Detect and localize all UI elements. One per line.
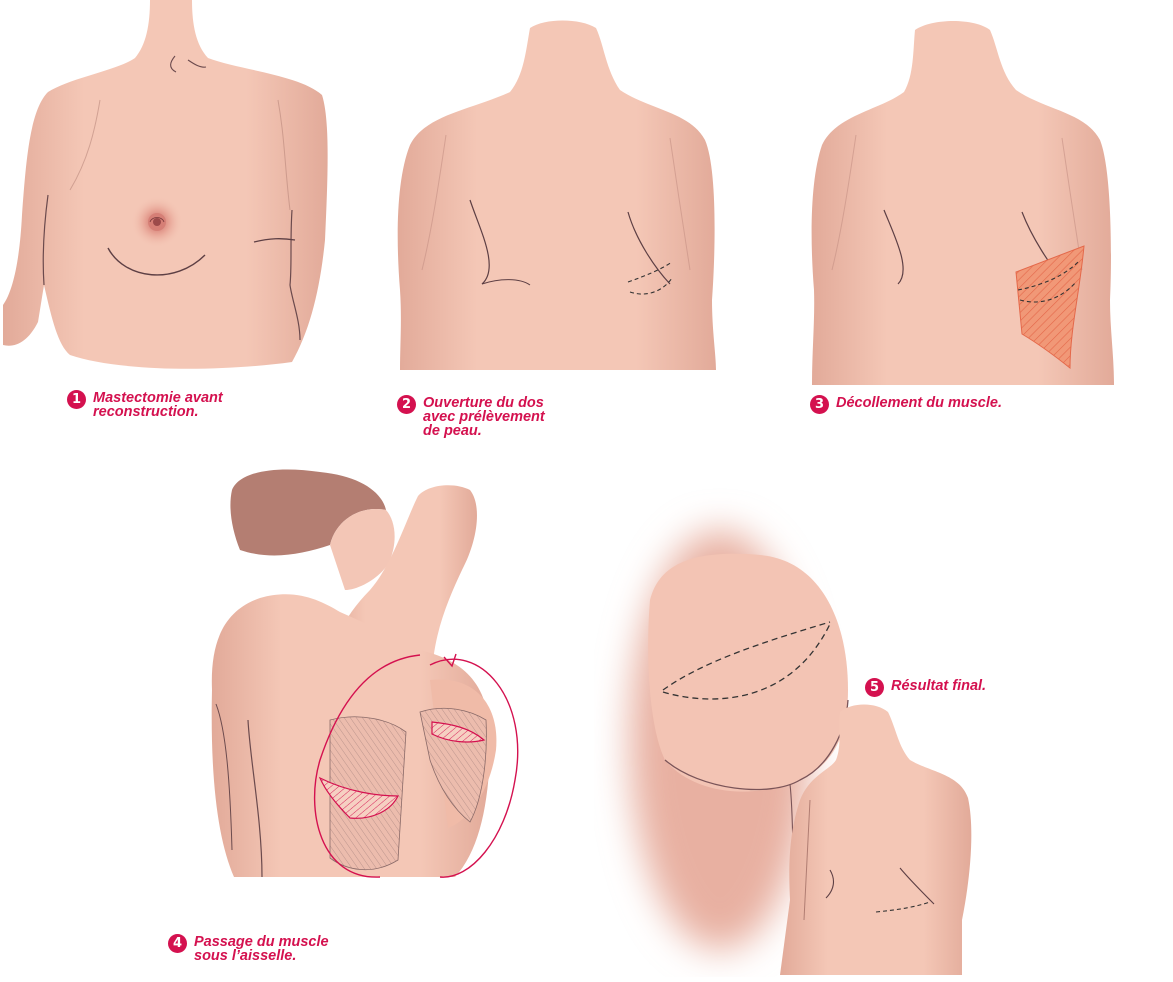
step-5-caption: Résultat final. <box>891 679 986 693</box>
step-2-caption-line: avec prélèvement <box>423 410 545 424</box>
step-3-number-badge: 3 <box>810 395 829 414</box>
step-1-label: 1 Mastectomie avant reconstruction. <box>67 391 223 419</box>
figure-4-lateral-view <box>212 469 518 877</box>
step-2-label: 2 Ouverture du dos avec prélèvement de p… <box>397 396 545 438</box>
figure-3-back-torso <box>812 21 1114 385</box>
step-1-caption-line: reconstruction. <box>93 405 223 419</box>
step-1-caption-line: Mastectomie avant <box>93 391 223 405</box>
step-1-number-badge: 1 <box>67 390 86 409</box>
step-5-caption-line: Résultat final. <box>891 679 986 693</box>
step-2-number-badge: 2 <box>397 395 416 414</box>
step-5-label: 5 Résultat final. <box>865 679 986 697</box>
step-2-caption-line: Ouverture du dos <box>423 396 545 410</box>
step-2-caption: Ouverture du dos avec prélèvement de pea… <box>423 396 545 438</box>
figure-1-front-torso <box>3 0 328 369</box>
step-4-caption: Passage du muscle sous l’aisselle. <box>194 935 329 963</box>
step-3-caption-line: Décollement du muscle. <box>836 396 1002 410</box>
step-3-label: 3 Décollement du muscle. <box>810 396 1002 414</box>
step-3-caption: Décollement du muscle. <box>836 396 1002 410</box>
step-5-number-badge: 5 <box>865 678 884 697</box>
step-4-label: 4 Passage du muscle sous l’aisselle. <box>168 935 329 963</box>
figure-5-final-result <box>630 530 971 975</box>
step-4-caption-line: sous l’aisselle. <box>194 949 329 963</box>
step-1-caption: Mastectomie avant reconstruction. <box>93 391 223 419</box>
step-4-number-badge: 4 <box>168 934 187 953</box>
step-2-caption-line: de peau. <box>423 424 545 438</box>
step-4-caption-line: Passage du muscle <box>194 935 329 949</box>
figure-2-back-torso <box>398 21 716 371</box>
